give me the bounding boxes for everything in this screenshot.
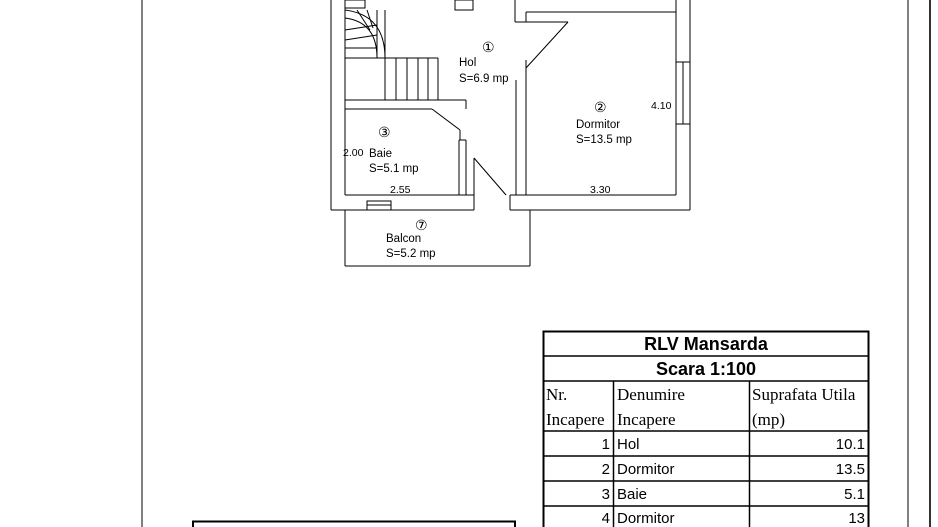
room-dormitor-number: ② [594,99,607,115]
row4-area: 13 [848,510,865,527]
room-baie-number: ③ [378,124,391,140]
room-baie-name: Baie [369,148,392,160]
room-hol-name: Hol [459,57,476,69]
room-hol-number: ① [482,39,495,55]
header-area-line2: (mp) [752,410,785,429]
walls [330,0,691,267]
dim-baie-width: 2.55 [390,184,411,196]
table-scale: Scara 1:100 [656,359,756,379]
header-name-line2: Incapere [617,410,676,429]
row2-nr: 2 [602,461,610,478]
header-name-line1: Denumire [617,385,685,404]
row1-area: 10.1 [836,436,865,453]
row1-name: Hol [617,436,640,453]
room-balcon-name: Balcon [386,233,421,245]
dim-dormitor-height: 4.10 [651,100,672,112]
row2-name: Dormitor [617,461,675,478]
row3-name: Baie [617,486,647,503]
second-table-edge [192,520,516,527]
header-nr-line2: Incapere [546,410,605,429]
row3-area: 5.1 [844,486,865,503]
room-hol-area: S=6.9 mp [459,73,509,85]
row2-area: 13.5 [836,461,865,478]
row4-nr: 4 [602,510,610,527]
room-balcon-number: ⑦ [415,217,428,233]
row1-nr: 1 [602,436,610,453]
dim-baie-height: 2.00 [343,147,364,159]
room-dormitor-area: S=13.5 mp [576,134,632,146]
room-dormitor-name: Dormitor [576,119,620,131]
header-nr-line1: Nr. [546,385,567,404]
room-balcon-area: S=5.2 mp [386,248,436,260]
table-title: RLV Mansarda [644,334,769,354]
dim-dormitor-width: 3.30 [590,184,611,196]
room-baie-area: S=5.1 mp [369,163,419,175]
staircase [344,9,439,100]
row3-nr: 3 [602,486,610,503]
room-table [542,330,870,527]
row4-name: Dormitor [617,510,675,527]
header-area-line1: Suprafata Utila [752,385,856,404]
